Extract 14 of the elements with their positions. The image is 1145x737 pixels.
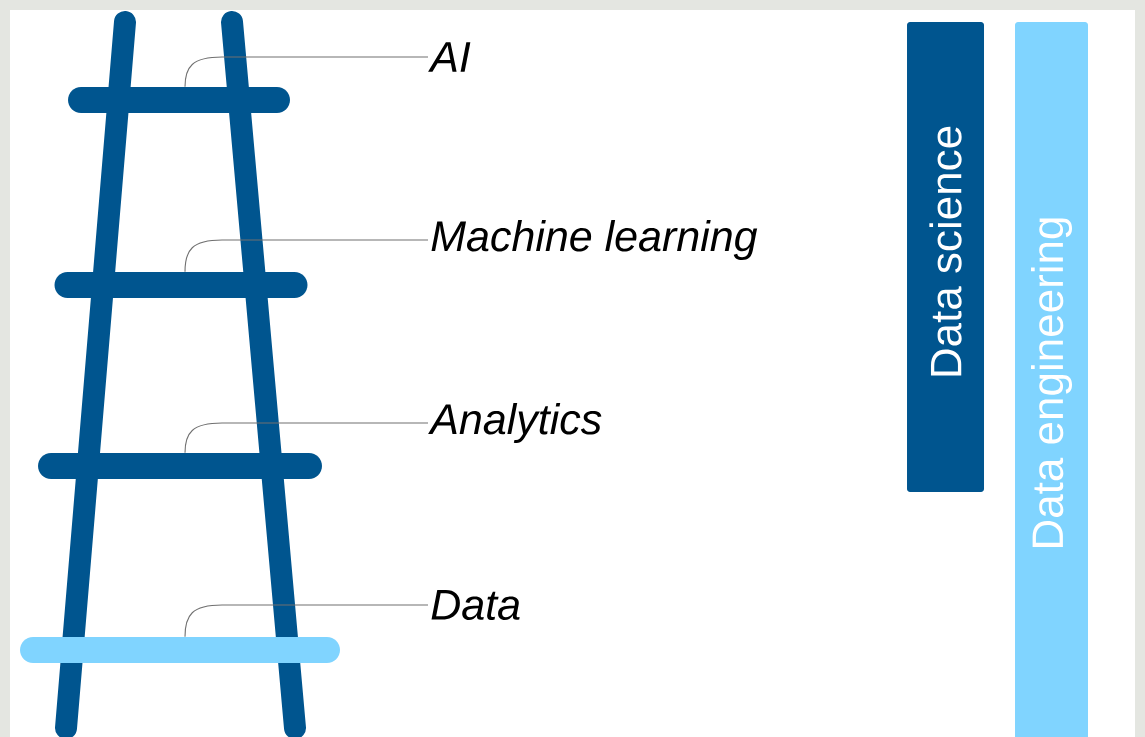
leader-line bbox=[184, 56, 429, 88]
ladder-rung bbox=[20, 637, 340, 663]
item-label: Analytics bbox=[428, 402, 602, 444]
ladder-rung bbox=[54, 272, 308, 298]
item-label: AI bbox=[428, 42, 471, 72]
vertical-bar: Data engineering bbox=[1015, 22, 1088, 737]
leader-line bbox=[184, 239, 429, 273]
item-label: Data bbox=[431, 590, 520, 620]
leader-line bbox=[184, 604, 429, 638]
ladder-rung bbox=[38, 453, 322, 479]
leader-line bbox=[184, 422, 429, 454]
item-label: Machine learning bbox=[431, 219, 758, 261]
vertical-bar: Data science bbox=[907, 22, 984, 492]
ladder-rung bbox=[68, 87, 290, 113]
